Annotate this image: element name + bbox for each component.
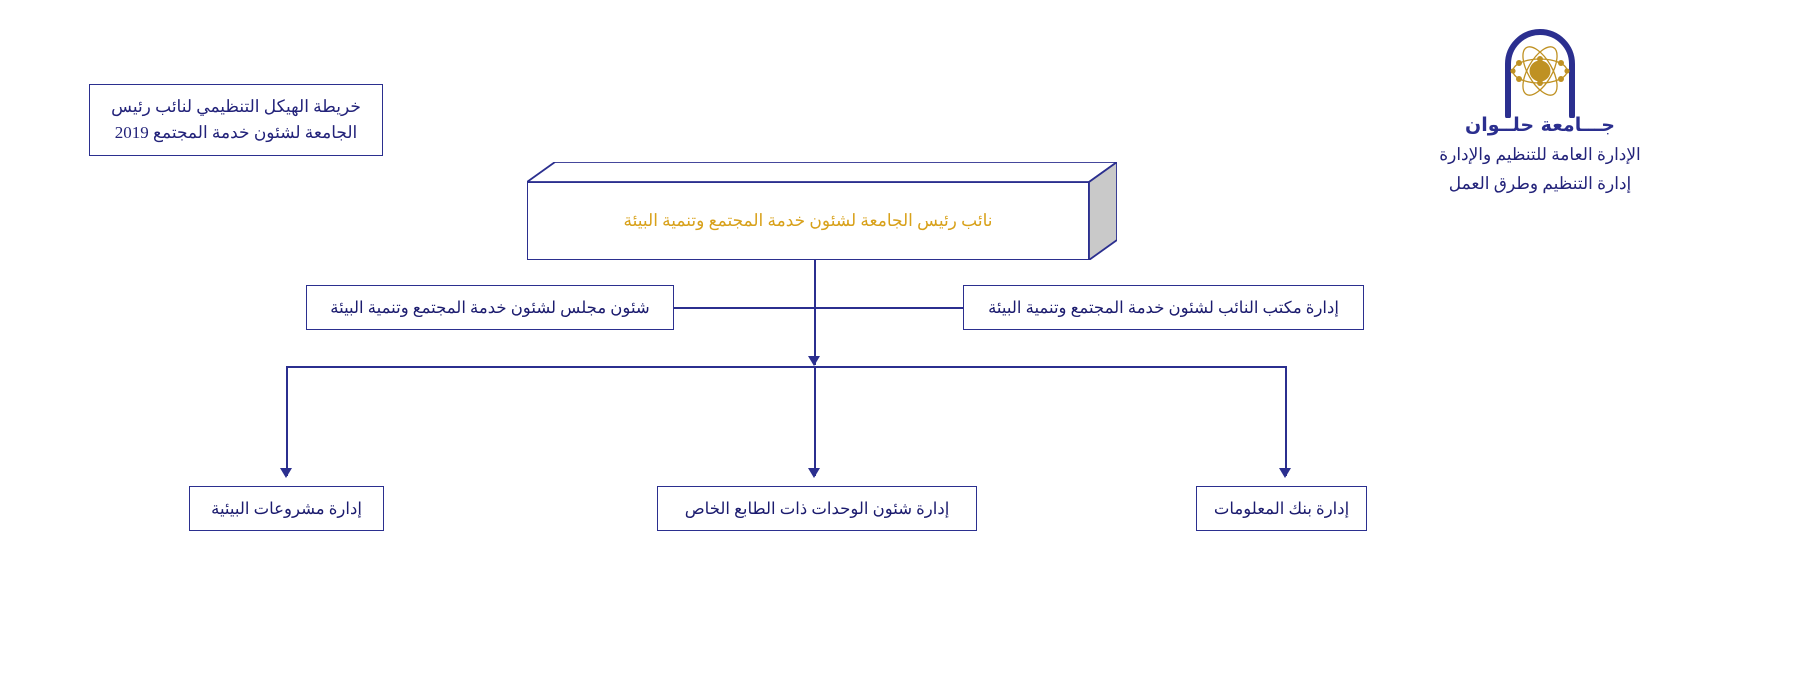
helwan-university-logo-icon [1492, 18, 1588, 118]
level3-label-info-bank: إدارة بنك المعلومات [1213, 498, 1350, 518]
level3-label-environment-projects: إدارة مشروعات البيئية [211, 498, 362, 518]
connector-level3-left [286, 366, 288, 476]
organization-methods-label: إدارة التنظيم وطرق العمل [1448, 174, 1632, 193]
level2-box-council-affairs: شئون مجلس لشئون خدمة المجتمع وتنمية البي… [306, 285, 674, 330]
arrow-to-special-units [808, 468, 820, 478]
connector-level3-right [1285, 366, 1287, 476]
connector-level3-bus [286, 366, 1286, 368]
logo-wrap [1340, 18, 1740, 118]
connector-level2-horizontal [674, 307, 964, 309]
level2-label-council-affairs: شئون مجلس لشئون خدمة المجتمع وتنمية البي… [330, 297, 650, 317]
level2-box-deputy-office: إدارة مكتب النائب لشئون خدمة المجتمع وتن… [963, 285, 1364, 330]
chart-title-line1: خريطة الهيكل التنظيمي لنائب رئيس [111, 96, 361, 116]
header-block: جـــامعة حلــوان الإدارة العامة للتنظيم … [1340, 18, 1740, 194]
connector-level3-middle [814, 366, 816, 476]
root-node-label: نائب رئيس الجامعة لشئون خدمة المجتمع وتن… [623, 211, 993, 230]
chart-title-box: خريطة الهيكل التنظيمي لنائب رئيس الجامعة… [89, 84, 383, 156]
chart-title-line2: الجامعة لشئون خدمة المجتمع 2019 [114, 123, 358, 142]
root-node-front-face: نائب رئيس الجامعة لشئون خدمة المجتمع وتن… [527, 182, 1089, 260]
level3-label-special-units: إدارة شئون الوحدات ذات الطابع الخاص [684, 498, 950, 518]
general-administration-label: الإدارة العامة للتنظيم والإدارة [1439, 145, 1641, 164]
level3-box-special-units: إدارة شئون الوحدات ذات الطابع الخاص [657, 486, 977, 531]
root-node-3d: نائب رئيس الجامعة لشئون خدمة المجتمع وتن… [527, 162, 1117, 260]
arrow-to-info-bank [1279, 468, 1291, 478]
arrow-root-to-bus [808, 356, 820, 366]
connector-root-vertical [814, 260, 816, 365]
level3-box-environment-projects: إدارة مشروعات البيئية [189, 486, 384, 531]
level2-label-deputy-office: إدارة مكتب النائب لشئون خدمة المجتمع وتن… [988, 297, 1339, 317]
university-name: جـــامعة حلــوان [1464, 114, 1615, 136]
arrow-to-environment-projects [280, 468, 292, 478]
level3-box-info-bank: إدارة بنك المعلومات [1196, 486, 1367, 531]
